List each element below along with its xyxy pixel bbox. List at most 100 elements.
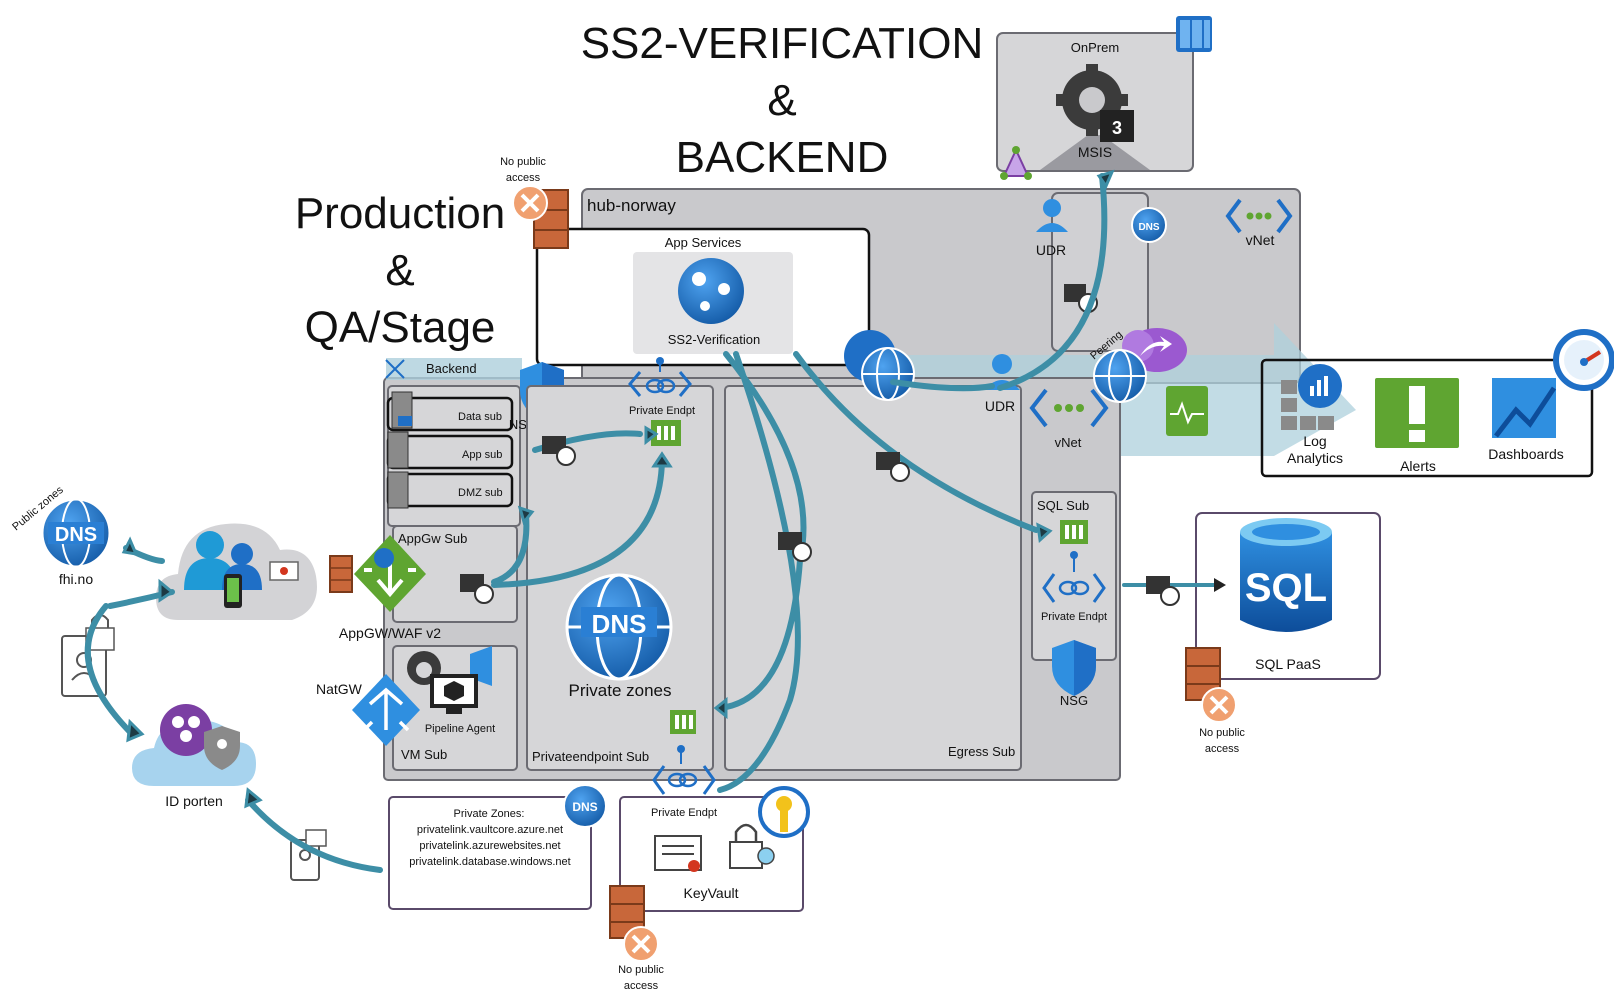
production-title: Production & QA/Stage — [295, 189, 505, 352]
dns-icon: DNS — [563, 784, 607, 828]
svg-text:hub-norway: hub-norway — [587, 196, 676, 215]
sql-firewall: No public access — [1185, 647, 1245, 755]
monitoring-box: Log Analytics Alerts Dashboards — [1260, 358, 1594, 478]
svg-text:vNet: vNet — [1246, 232, 1275, 248]
svg-text:NSG: NSG — [1060, 693, 1088, 708]
egress-sub-box: Egress Sub — [724, 385, 1022, 771]
svg-text:App Services: App Services — [665, 235, 742, 250]
svg-text:No public: No public — [1199, 727, 1245, 739]
private-endpoint-icon — [1042, 573, 1106, 603]
svg-text:Production: Production — [295, 189, 505, 238]
privateendpoint-sub-box: Privateendpoint Sub Private Endpt DNS Pr… — [526, 357, 714, 771]
svg-text:privatelink.azurewebsites.net: privatelink.azurewebsites.net — [419, 840, 560, 852]
email-icon — [269, 561, 299, 581]
svg-text:No public: No public — [500, 156, 546, 168]
sql-database-icon: SQL — [1240, 518, 1332, 632]
peering-globe-icon — [844, 330, 915, 401]
svg-text:access: access — [624, 980, 659, 992]
keyvault-box: Private Endpt KeyVault — [619, 745, 810, 912]
nic-icon — [670, 710, 696, 734]
subnets-column: Data sub App sub DMZ sub — [386, 385, 521, 527]
svg-text:No public: No public — [618, 964, 664, 976]
svg-text:DNS: DNS — [55, 524, 97, 546]
certificate-icon — [1146, 576, 1180, 606]
svg-text:AppGW/WAF v2: AppGW/WAF v2 — [339, 625, 441, 641]
svg-text:Pipeline Agent: Pipeline Agent — [425, 723, 495, 735]
flow-arrowheads — [121, 169, 1226, 809]
lock-icon — [729, 823, 775, 869]
svg-text:Private Endpt: Private Endpt — [651, 807, 717, 819]
connector-icon — [1000, 146, 1032, 180]
appgw-firewall — [329, 555, 353, 593]
backend-vnet-icon: vNet — [1029, 388, 1109, 450]
log-analytics-icon: Log Analytics — [1281, 364, 1343, 466]
svg-text:SS2-VERIFICATION: SS2-VERIFICATION — [581, 19, 984, 68]
nic-icon — [1060, 520, 1088, 544]
svg-text:OnPrem: OnPrem — [1071, 40, 1119, 55]
svg-text:AppGw Sub: AppGw Sub — [398, 531, 467, 546]
svg-text:SQL: SQL — [1245, 566, 1327, 610]
key-icon — [758, 786, 810, 838]
svg-text:App sub: App sub — [462, 449, 502, 461]
peering-cloud-icon: Peering — [1088, 328, 1187, 403]
server-icon — [387, 471, 409, 509]
server-icon — [391, 391, 413, 429]
alerts-icon: Alerts — [1375, 378, 1459, 474]
svg-text:DNS: DNS — [1138, 222, 1159, 233]
svg-text:Private Endpt: Private Endpt — [629, 405, 695, 417]
keyvault-firewall: No public access — [609, 885, 664, 992]
vm-sub-box: VM Sub Pipeline Agent — [392, 645, 518, 771]
vm-icon — [430, 674, 478, 714]
svg-text:3: 3 — [1112, 118, 1122, 138]
svg-text:ID porten: ID porten — [165, 793, 223, 809]
svg-text:&: & — [385, 246, 414, 295]
svg-text:VM Sub: VM Sub — [401, 747, 447, 762]
health-icon — [1166, 386, 1208, 436]
certificate-icon — [778, 532, 812, 562]
svg-text:MSIS: MSIS — [1078, 144, 1112, 160]
svg-text:privatelink.vaultcore.azure.ne: privatelink.vaultcore.azure.net — [417, 824, 563, 836]
app-services-box: App Services SS2-Verification — [535, 227, 871, 367]
sql-paas-box: SQL SQL PaaS — [1195, 512, 1381, 680]
idporten-icon: ID porten — [132, 704, 256, 809]
server-icon — [387, 431, 409, 469]
ss2-title: SS2-VERIFICATION & BACKEND — [581, 19, 984, 182]
svg-text:Egress Sub: Egress Sub — [948, 744, 1015, 759]
third-party-badge: 3 — [1100, 110, 1134, 142]
svg-text:Private Zones:: Private Zones: — [454, 808, 525, 820]
certificate-icon — [654, 835, 702, 872]
public-dns-icon: Public zones DNS fhi.no — [10, 484, 112, 587]
sql-nsg-shield-icon: NSG — [1052, 640, 1096, 708]
svg-text:NatGW: NatGW — [316, 681, 363, 697]
svg-text:DMZ sub: DMZ sub — [458, 487, 503, 499]
gauge-icon — [1553, 329, 1614, 391]
svg-text:DNS: DNS — [592, 609, 647, 639]
svg-text:&: & — [767, 76, 796, 125]
svg-text:privatelink.database.windows.n: privatelink.database.windows.net — [409, 856, 570, 868]
certificate-icon — [460, 574, 494, 604]
private-endpoint-icon: Private Endpt — [651, 745, 717, 819]
appgw-icon: AppGW/WAF v2 — [339, 535, 441, 641]
svg-text:Data sub: Data sub — [458, 411, 502, 423]
svg-text:Dashboards: Dashboards — [1488, 446, 1564, 462]
udr-icon: UDR — [1036, 199, 1068, 258]
svg-text:access: access — [506, 172, 541, 184]
svg-text:Private zones: Private zones — [569, 681, 672, 700]
svg-text:fhi.no: fhi.no — [59, 571, 93, 587]
private-zones-box: Private Zones: privatelink.vaultcore.azu… — [388, 784, 607, 910]
svg-text:SQL Sub: SQL Sub — [1037, 498, 1089, 513]
server-icon — [1176, 16, 1212, 52]
certificate-icon — [542, 436, 576, 466]
svg-text:QA/Stage: QA/Stage — [305, 303, 496, 352]
svg-text:Alerts: Alerts — [1400, 458, 1436, 474]
app-service-icon — [678, 258, 744, 324]
natgw-icon: NatGW — [316, 674, 420, 746]
svg-text:Private Endpt: Private Endpt — [1041, 611, 1107, 623]
svg-text:SQL PaaS: SQL PaaS — [1255, 656, 1321, 672]
svg-text:DNS: DNS — [572, 800, 597, 814]
svg-text:UDR: UDR — [1036, 242, 1066, 258]
certificate-icon — [876, 452, 910, 482]
dns-private-zones-icon: DNS — [565, 573, 673, 681]
private-endpoint-icon: Private Endpt — [628, 357, 695, 417]
svg-text:access: access — [1205, 743, 1240, 755]
